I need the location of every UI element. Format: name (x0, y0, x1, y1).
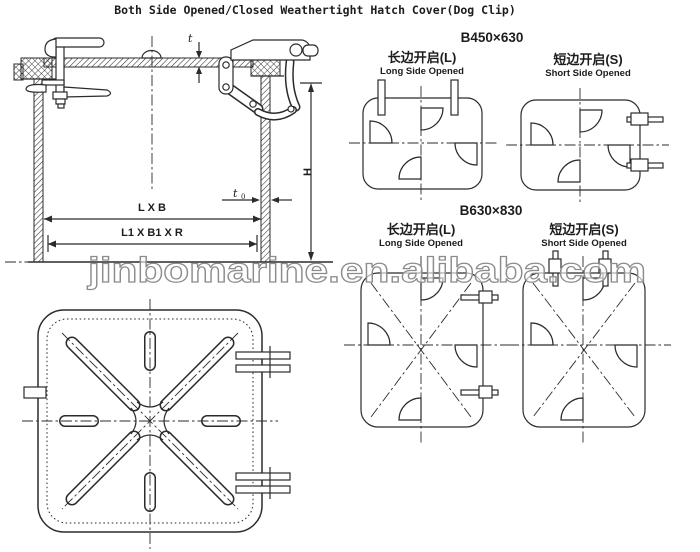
section-view: t t 0 H L X B (5, 32, 333, 263)
size-label-b630: B630×830 (460, 203, 523, 218)
hinge-assembly (235, 346, 291, 499)
dog-clip-mechanism (218, 39, 319, 121)
label-b630-short-cn: 短边开启(S) (549, 222, 618, 237)
dimension-t0: t 0 (222, 187, 292, 203)
label-b630-long-en: Long Side Opened (379, 238, 463, 249)
dimension-h: H (300, 82, 322, 261)
gasket-right (250, 59, 281, 77)
dog-clip-symbol (579, 109, 603, 133)
dim-label-l1b1r: L1 X B1 X R (121, 227, 183, 239)
dimension-t: t (188, 32, 202, 83)
dog-clip-symbol (560, 397, 584, 421)
handle-stub (23, 386, 47, 399)
label-b450-short-en: Short Side Opened (545, 68, 631, 79)
dim-label-h: H (302, 168, 314, 176)
plan-view (22, 299, 291, 549)
coaming-wall-left (33, 78, 44, 263)
dim-label-lxb: L X B (138, 202, 166, 214)
dog-clip-symbol (369, 120, 393, 144)
dog-clip-symbol (530, 122, 554, 146)
dog-clip-symbol (367, 322, 391, 346)
hatch-b630-long (344, 256, 511, 443)
size-label-b450: B450×630 (461, 30, 524, 45)
label-b630-long-cn: 长边开启(L) (387, 222, 456, 237)
dog-clip-symbol (398, 397, 422, 421)
hinge-pin (377, 79, 386, 116)
handle-assembly (25, 37, 112, 109)
dog-clip-symbol (420, 107, 444, 131)
dog-clip-symbol (557, 159, 581, 183)
label-b630-short-en: Short Side Opened (541, 238, 627, 249)
dimension-l1b1r: L1 X B1 X R (47, 227, 258, 252)
dog-clip-symbol (530, 322, 554, 346)
hinge-pin (450, 79, 459, 116)
dog-clip-symbol (398, 156, 422, 180)
watermark: jinbomarine.en.alibaba.com (87, 251, 646, 290)
dim-label-t0-sub: 0 (241, 193, 245, 201)
dimension-lxb: L X B (44, 202, 261, 223)
page-title: Both Side Opened/Closed Weathertight Hat… (114, 3, 516, 17)
hinge-boss (141, 49, 162, 59)
hatch-b450-short (506, 88, 669, 202)
label-b450-long-cn: 长边开启(L) (388, 50, 457, 65)
dim-label-t: t (188, 32, 193, 45)
dog-clip-symbol (454, 344, 478, 368)
label-b450-short-cn: 短边开启(S) (553, 52, 622, 67)
coaming-wall-right (260, 75, 271, 263)
label-b450-long-en: Long Side Opened (380, 66, 464, 77)
gasket-left (20, 57, 53, 80)
dog-clip-symbol (614, 344, 638, 368)
hatch-b630-short (508, 250, 671, 443)
dog-clip-symbol (454, 142, 478, 166)
dog-clip-symbol (420, 277, 444, 301)
hatch-b450-long (349, 79, 497, 202)
dim-label-t0: t (233, 187, 238, 200)
